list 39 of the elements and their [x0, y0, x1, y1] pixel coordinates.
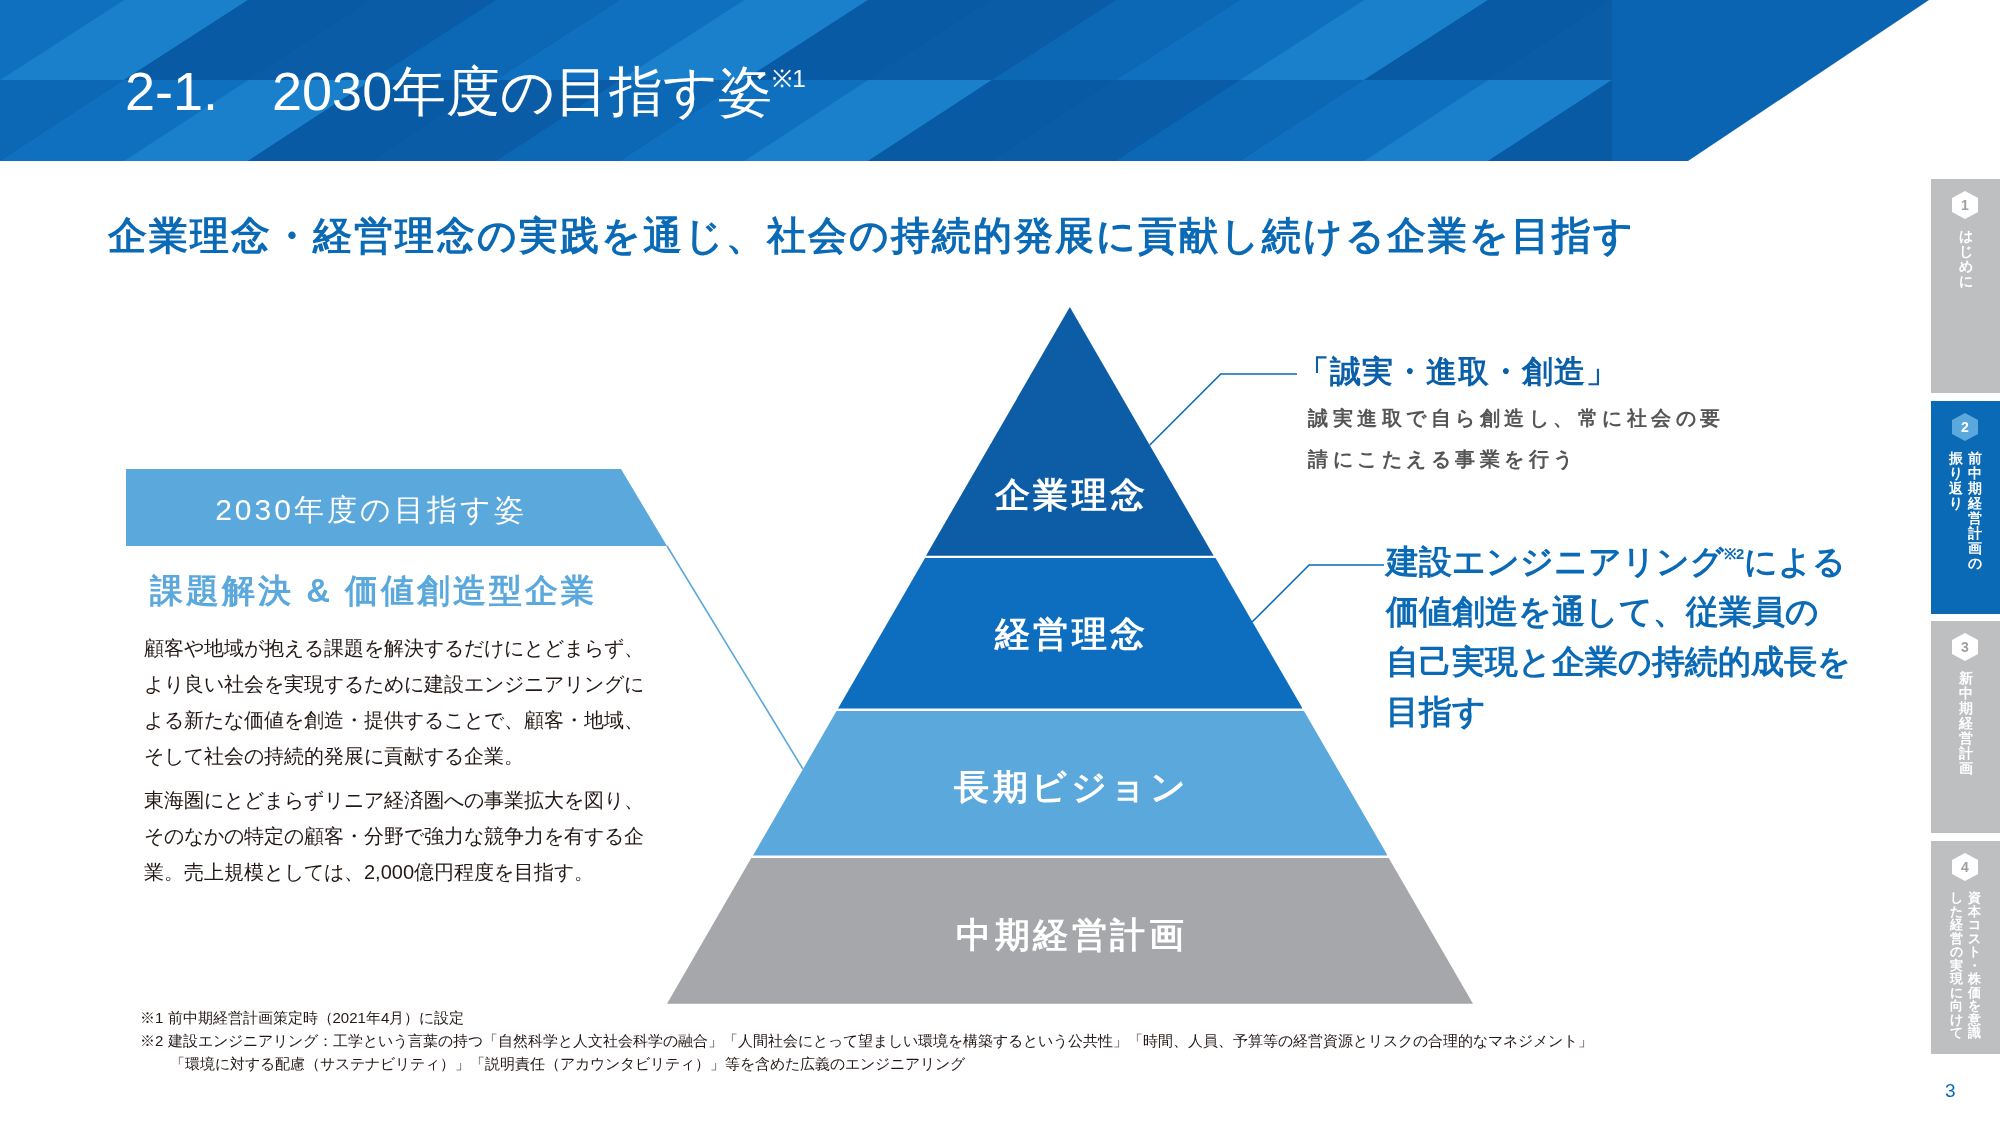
- number-hexagon: [1952, 633, 1978, 661]
- footnote: ※1 前中期経営計画策定時（2021年4月）に設定: [140, 1008, 466, 1028]
- page-number: 3: [1945, 1079, 1957, 1103]
- pyramid-level: [667, 858, 1473, 1004]
- body-text: 顧客や地域が抱える課題を解決するだけにとどまらず、より良い社会を実現するために建設エンジニアリングによる新たな価値を創造・提供することで、顧客・地域、そして社会の持続的発展に貢献する企業。: [144, 636, 645, 769]
- callout-text: 建設エンジニアリング$^{※2}$による価値創造を通して、従業員の自己実現と企業の持続的成長を目指す: [1386, 542, 1851, 732]
- level-label: 長期ビジョン: [953, 766, 1191, 808]
- lead-text: 企業理念・経営理念の実践を通じ、社会の持続的発展に貢献し続ける企業を目指す: [108, 213, 1636, 259]
- band-label: 2030年度の目指す姿: [214, 492, 528, 528]
- step-number: 1: [1960, 196, 1970, 215]
- body-text: 東海圏にとどまらずリニア経済圏への事業拡大を図り、そのなかの特定の顧客・分野で強力な競争力を有する企業。売上規模としては、2,000億円程度を目指す。: [144, 788, 645, 885]
- tab-label: 新中期経営計画: [1958, 671, 1973, 776]
- leader-line: [666, 545, 804, 770]
- level-label: 経営理念: [993, 613, 1150, 655]
- section-tab: [1931, 401, 2000, 614]
- level-label: 企業理念: [993, 474, 1150, 516]
- number-hexagon: [1952, 853, 1978, 881]
- section-tab: [1931, 841, 2000, 1054]
- slide-title: 2-1. 2030年度の目指す姿$^{※1}$: [125, 60, 806, 123]
- callout-heading: 「誠実・進取・創造」: [1298, 353, 1619, 391]
- footnote: ※2 建設エンジニアリング：工学という言葉の持つ「自然科学と人文社会科学の融合」「人間社会にとって望ましい環境を構築するという公共性」「時間、人員、予算等の経営資源とリスクの合理的なマネジメント」「環境に対する配慮（サステナビリティ）」「説明責任（アカウンタビリティ）」等を含めた広義のエンジニアリング: [140, 1031, 1594, 1074]
- step-number: 3: [1960, 638, 1970, 657]
- subheading: 課題解決 & 価値創造型企業: [150, 571, 599, 611]
- number-hexagon: [1952, 191, 1978, 219]
- step-number: 4: [1960, 858, 1970, 877]
- tab-label: 資本コスト・株価を意識した経営の実現に向けて: [1949, 891, 1982, 1040]
- level-label: 中期経営計画: [955, 914, 1189, 956]
- leader-line: [1149, 373, 1298, 446]
- step-number: 2: [1960, 418, 1970, 437]
- pyramid-level: [837, 558, 1303, 709]
- callout-text: 誠実進取で自ら創造し、常に社会の要請にこたえる事業を行う: [1308, 406, 1726, 472]
- tab-label: はじめに: [1958, 229, 1973, 289]
- section-tab: [1931, 179, 2000, 393]
- leader-line: [1251, 564, 1385, 623]
- pyramid-level: [752, 711, 1388, 856]
- section-tab: [1931, 621, 2000, 833]
- number-hexagon: [1952, 413, 1978, 441]
- tab-label: 前中期経営計画の振り返り: [1948, 451, 1983, 571]
- pyramid-level: [926, 307, 1214, 556]
